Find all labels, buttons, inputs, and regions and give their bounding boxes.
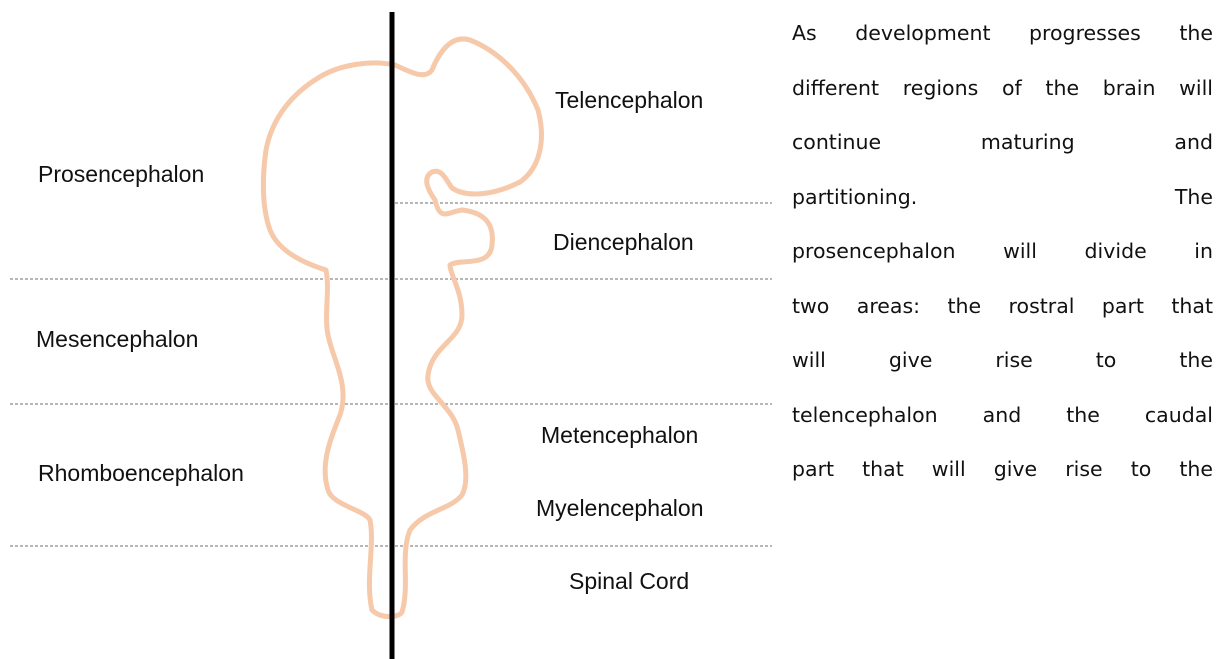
paragraph-line: part that will give rise to the <box>792 442 1213 497</box>
brain-development-diagram: Prosencephalon Mesencephalon Rhomboencep… <box>0 0 780 659</box>
development-description-paragraph: As development progresses the different … <box>792 0 1213 659</box>
paragraph-line: continue maturing and <box>792 115 1213 170</box>
paragraph-line: two areas: the rostral part that <box>792 279 1213 334</box>
paragraph-line: telencephalon and the caudal <box>792 388 1213 443</box>
label-myelencephalon: Myelencephalon <box>536 495 704 521</box>
label-telencephalon: Telencephalon <box>555 87 703 113</box>
label-diencephalon: Diencephalon <box>553 229 694 255</box>
label-spinal-cord: Spinal Cord <box>569 568 689 594</box>
paragraph-line: As development progresses the <box>792 0 1213 61</box>
paragraph-line: different regions of the brain will <box>792 61 1213 116</box>
paragraph-line: prosencephalon will divide in <box>792 224 1213 279</box>
label-metencephalon: Metencephalon <box>541 422 698 448</box>
label-rhomboencephalon: Rhomboencephalon <box>38 460 244 486</box>
paragraph-line: will give rise to the <box>792 333 1213 388</box>
label-mesencephalon: Mesencephalon <box>36 326 198 352</box>
label-prosencephalon: Prosencephalon <box>38 161 204 187</box>
paragraph-line: partitioning. The <box>792 170 1213 225</box>
neural-tube-outline <box>263 39 541 617</box>
